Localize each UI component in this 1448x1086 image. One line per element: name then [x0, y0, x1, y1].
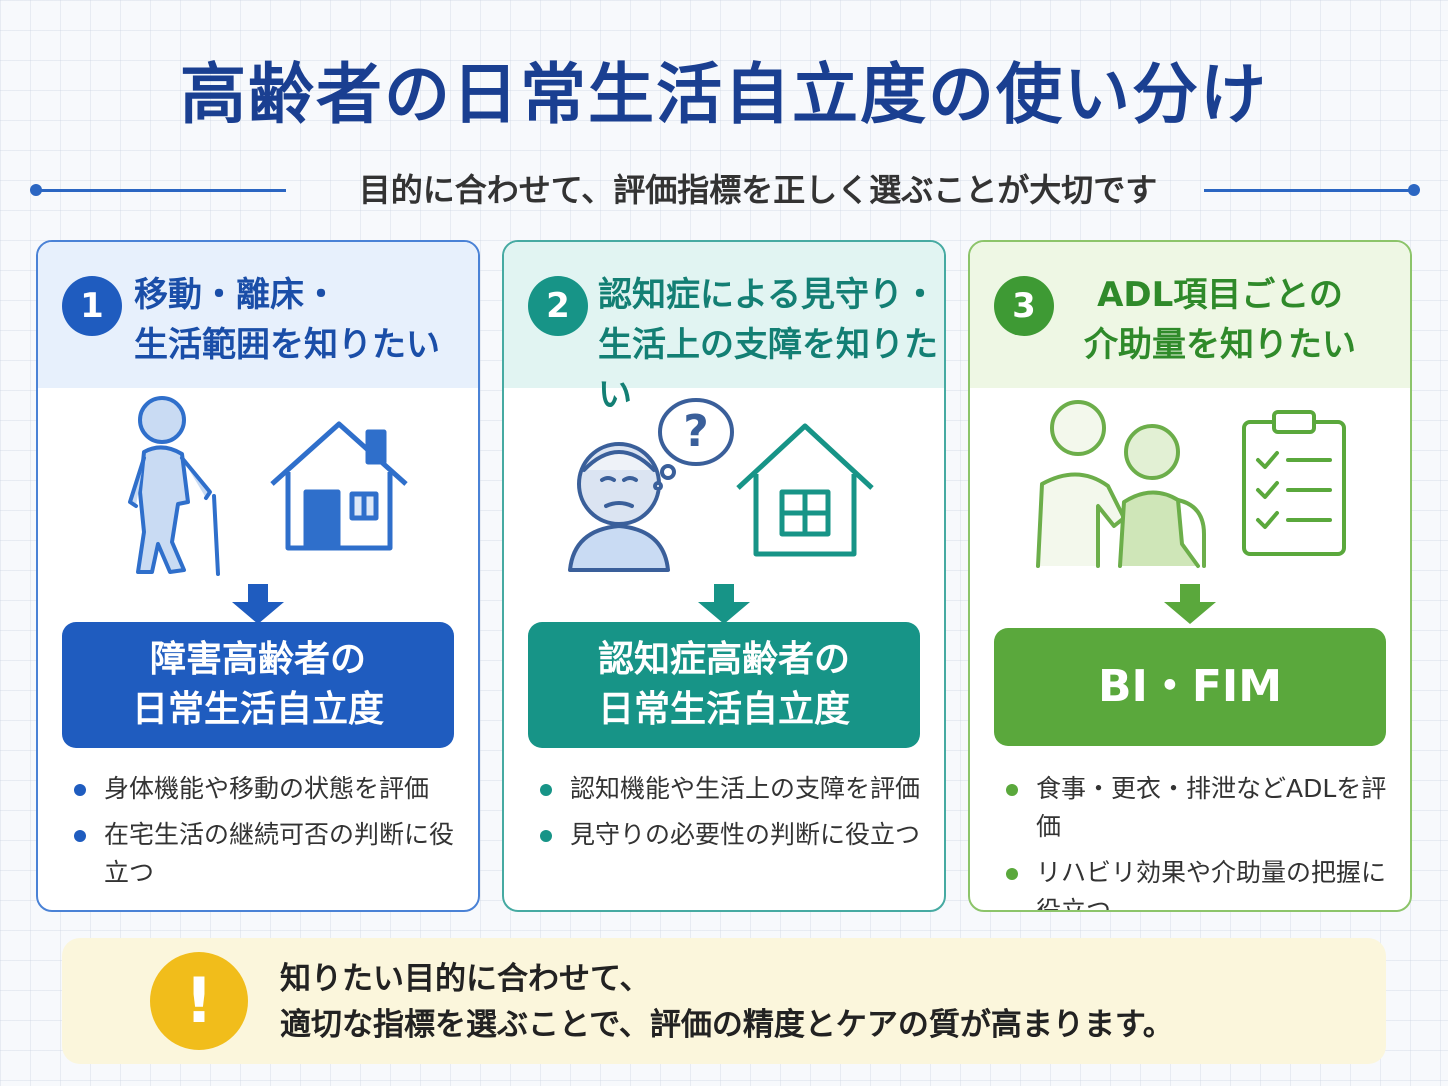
house-icon: [736, 423, 874, 557]
svg-text:?: ?: [683, 406, 709, 457]
card-number: 1: [62, 276, 122, 336]
clipboard-checklist-icon: [1242, 410, 1346, 556]
card-heading-line1: 移動・離床・: [134, 275, 338, 315]
divider-line-right: [1204, 189, 1414, 192]
list-item: 認知機能や生活上の支障を評価: [536, 770, 926, 808]
card-header: 2 認知症による見守り・ 生活上の支障を知りたい: [504, 242, 944, 415]
card-header: 3 ADL項目ごとの 介助量を知りたい: [970, 242, 1410, 388]
card-heading-line1: 認知症による見守り・: [598, 275, 937, 315]
subtitle-row: 目的に合わせて、評価指標を正しく選ぶことが大切です: [30, 165, 1420, 215]
caregiver-icon: [1036, 400, 1206, 568]
list-item: リハビリ効果や介助量の把握に役立つ: [1002, 854, 1392, 910]
card-number: 2: [528, 276, 588, 336]
divider-line-left: [36, 189, 286, 192]
result-box: 認知症高齢者の 日常生活自立度: [528, 622, 920, 748]
card-heading: ADL項目ごとの 介助量を知りたい: [1060, 270, 1380, 370]
card-illustration: ?: [504, 388, 944, 588]
confused-elderly-icon: [568, 442, 670, 572]
bullet-list: 認知機能や生活上の支障を評価 見守りの必要性の判断に役立つ: [536, 770, 926, 862]
card-heading-line2: 生活上の支障を知りたい: [598, 325, 938, 415]
footer-line1: 知りたい目的に合わせて、: [280, 961, 651, 997]
footer-text: 知りたい目的に合わせて、 適切な指標を選ぶことで、評価の精度とケアの質が高まりま…: [280, 956, 1370, 1048]
card-heading-line2: 介助量を知りたい: [1084, 325, 1356, 365]
result-line2: 日常生活自立度: [131, 689, 384, 730]
card-number: 3: [994, 276, 1054, 336]
bullet-list: 食事・更衣・排泄などADLを評価 リハビリ効果や介助量の把握に役立つ: [1002, 770, 1392, 910]
elderly-with-cane-icon: [128, 396, 220, 576]
result-line1: BI・FIM: [1097, 661, 1283, 712]
list-item: 在宅生活の継続可否の判断に役立つ: [70, 816, 460, 892]
arrow-down-icon: [232, 584, 284, 624]
result-box: BI・FIM: [994, 628, 1386, 746]
card-illustration: [970, 388, 1410, 588]
card-heading: 移動・離床・ 生活範囲を知りたい: [134, 270, 464, 370]
card-header: 1 移動・離床・ 生活範囲を知りたい: [38, 242, 478, 388]
arrow-down-icon: [698, 584, 750, 624]
card-adl: 3 ADL項目ごとの 介助量を知りたい: [968, 240, 1412, 912]
subtitle: 目的に合わせて、評価指標を正しく選ぶことが大切です: [358, 171, 1158, 209]
question-bubble-icon: ?: [653, 398, 734, 490]
bullet-list: 身体機能や移動の状態を評価 在宅生活の継続可否の判断に役立つ: [70, 770, 460, 900]
result-box: 障害高齢者の 日常生活自立度: [62, 622, 454, 748]
card-heading: 認知症による見守り・ 生活上の支障を知りたい: [598, 270, 938, 420]
card-illustration: [38, 388, 478, 588]
list-item: 身体機能や移動の状態を評価: [70, 770, 460, 808]
result-line2: 日常生活自立度: [597, 689, 850, 730]
arrow-down-icon: [1164, 584, 1216, 624]
house-icon: [270, 421, 408, 551]
card-heading-line1: ADL項目ごとの: [1097, 275, 1343, 315]
page-title: 高齢者の日常生活自立度の使い分け: [180, 56, 1268, 133]
footer-note: ! 知りたい目的に合わせて、 適切な指標を選ぶことで、評価の精度とケアの質が高ま…: [62, 938, 1386, 1064]
result-line1: 障害高齢者の: [149, 639, 366, 680]
list-item: 見守りの必要性の判断に役立つ: [536, 816, 926, 854]
card-mobility: 1 移動・離床・ 生活範囲を知りたい: [36, 240, 480, 912]
divider-dot-right: [1408, 184, 1420, 196]
exclamation-icon: !: [150, 952, 248, 1050]
list-item: 食事・更衣・排泄などADLを評価: [1002, 770, 1392, 846]
card-heading-line2: 生活範囲を知りたい: [134, 325, 440, 365]
result-line1: 認知症高齢者の: [597, 639, 850, 680]
footer-line2: 適切な指標を選ぶことで、評価の精度とケアの質が高まります。: [280, 1007, 1174, 1043]
card-dementia: 2 認知症による見守り・ 生活上の支障を知りたい ?: [502, 240, 946, 912]
